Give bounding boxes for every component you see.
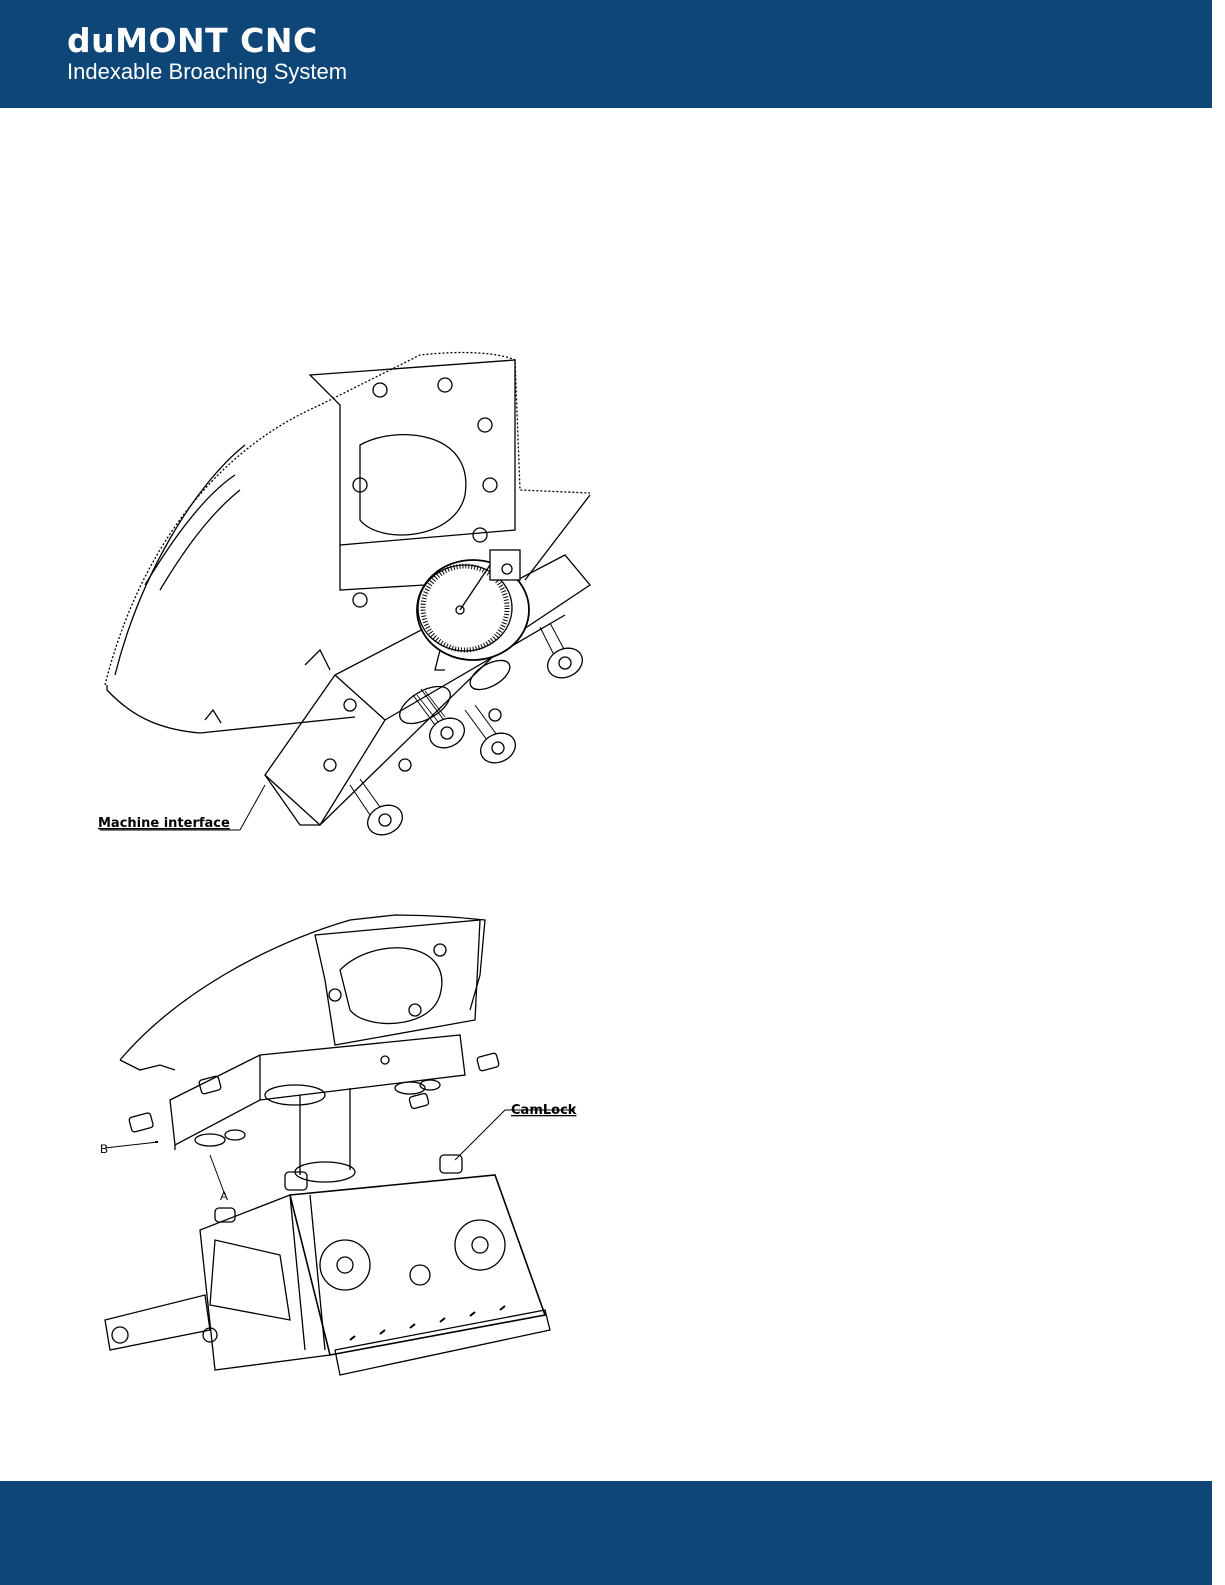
page-header: duMONT CNC Indexable Broaching System: [0, 0, 1212, 108]
callout-b: B: [100, 1142, 108, 1156]
callout-a: A: [220, 1189, 228, 1203]
callout-camlock: CamLock: [511, 1103, 577, 1118]
page-footer: [0, 1481, 1212, 1585]
callout-machine-interface: Machine interface: [98, 816, 230, 831]
page-margin: [1212, 0, 1225, 1585]
header-subtitle: Indexable Broaching System: [67, 59, 347, 85]
brand-logo-text: duMONT CNC: [67, 24, 318, 58]
figure-dial-indicator-setup: Machine interface: [95, 345, 595, 845]
figure-camlock-mounting: CamLock A B: [95, 910, 595, 1410]
